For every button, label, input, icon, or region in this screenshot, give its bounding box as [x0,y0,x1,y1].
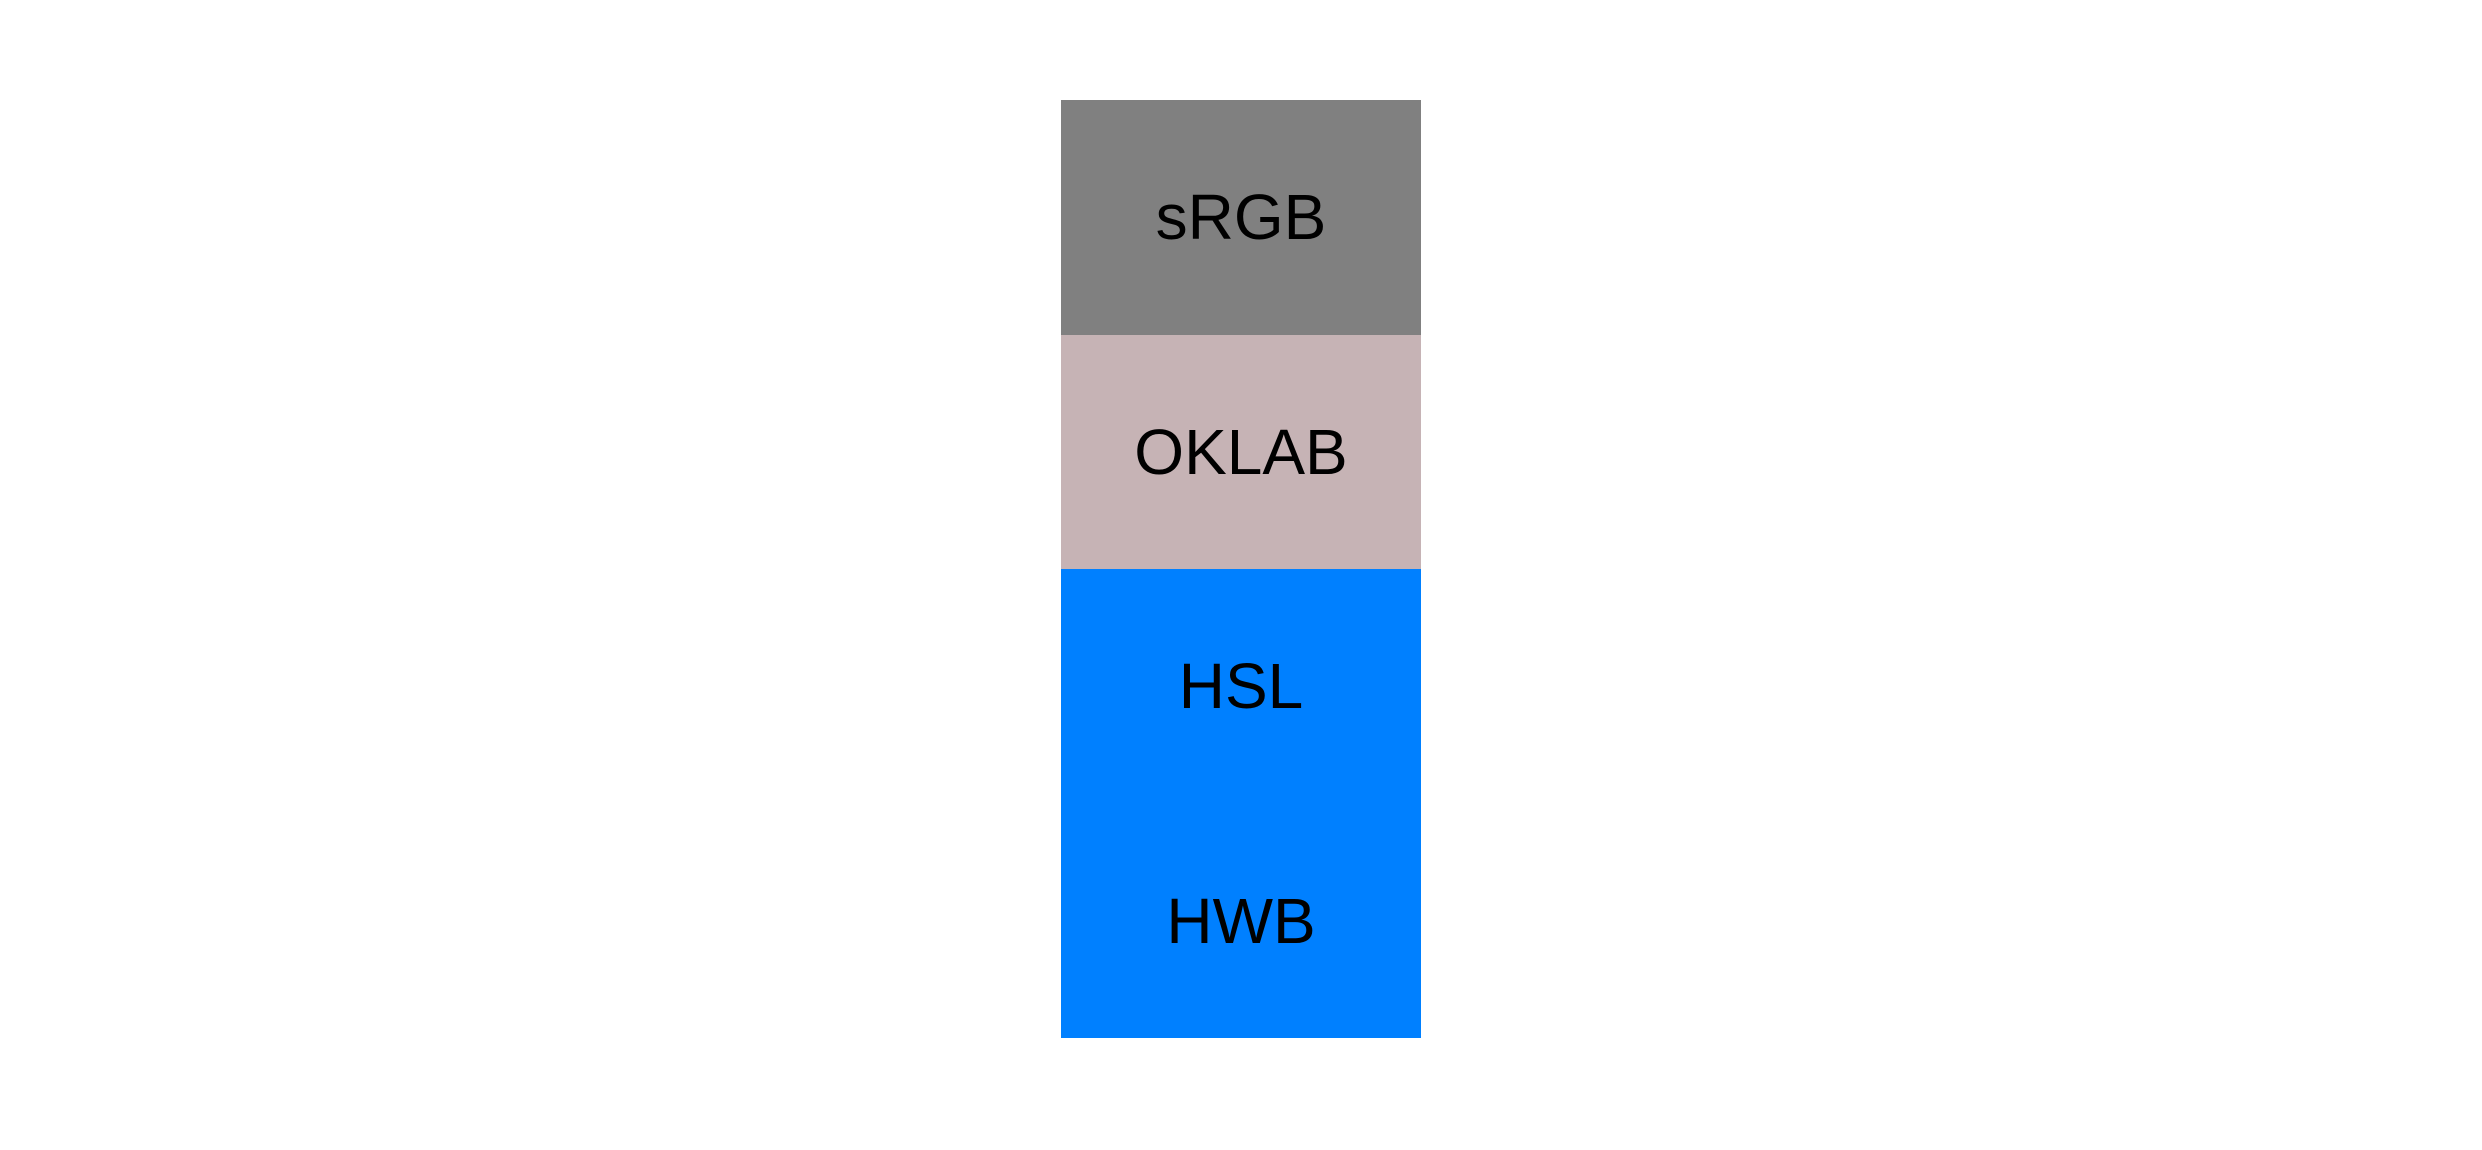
swatch-srgb: sRGB [1061,100,1421,335]
swatch-hsl: HSL [1061,569,1421,804]
swatch-srgb-label: sRGB [1155,181,1327,254]
swatch-stack: sRGB OKLAB HSL HWB [1061,100,1421,1038]
swatch-hsl-label: HSL [1178,650,1304,723]
swatch-hwb: HWB [1061,803,1421,1038]
swatch-oklab: OKLAB [1061,334,1421,569]
swatch-hwb-label: HWB [1166,884,1316,957]
swatch-oklab-label: OKLAB [1134,415,1348,488]
